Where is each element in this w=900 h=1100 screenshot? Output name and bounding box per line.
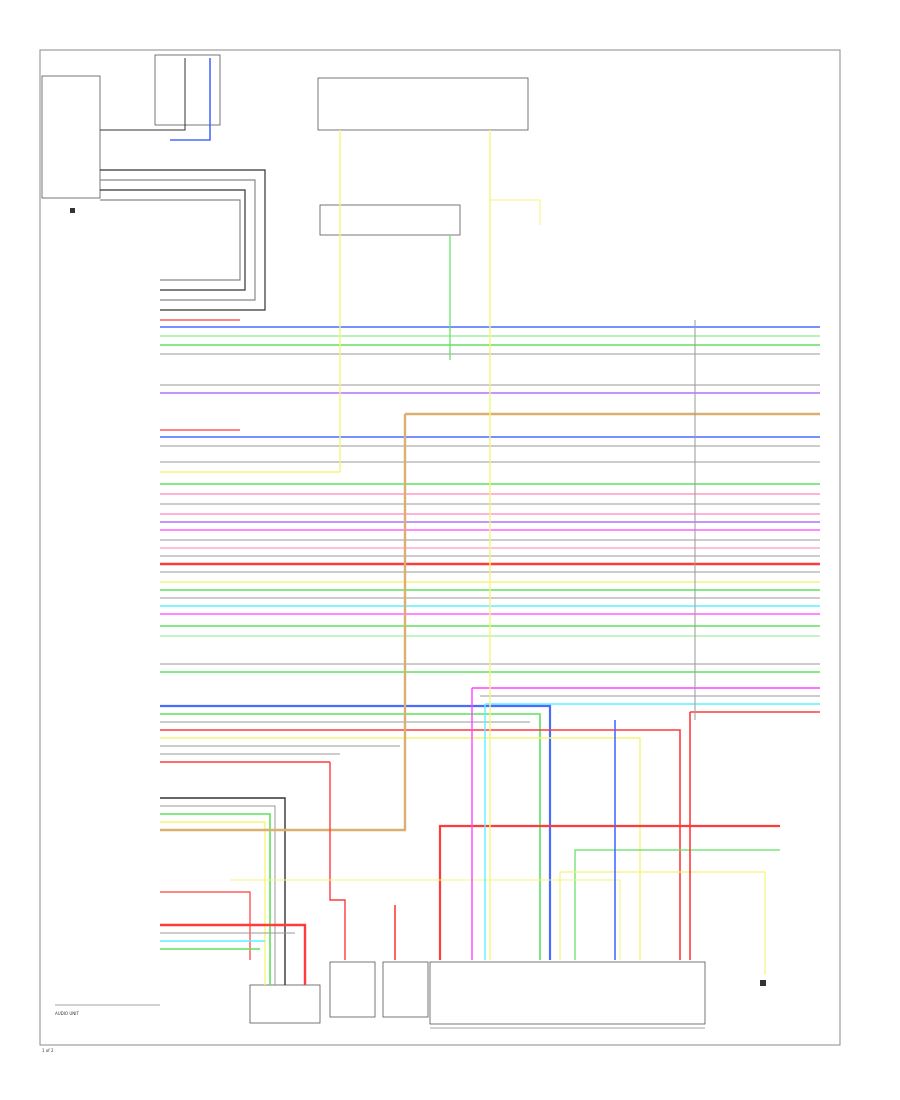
diagram-frame: [39, 49, 841, 1046]
right-side-wires: [472, 320, 820, 720]
lower-wires: [160, 414, 780, 985]
left-harness-lines: [100, 58, 266, 311]
bottom-connectors: [249, 961, 706, 1025]
horizontal-wires: [160, 319, 820, 673]
steering-switch-component: [41, 54, 221, 199]
fuse-relay-block: [317, 77, 529, 236]
fuse-feed-wires: [339, 130, 541, 960]
ground-icon: [70, 208, 766, 986]
footer-label: AUDIO UNIT: [55, 1011, 79, 1016]
corner-label: 1 of 2: [42, 1048, 54, 1053]
